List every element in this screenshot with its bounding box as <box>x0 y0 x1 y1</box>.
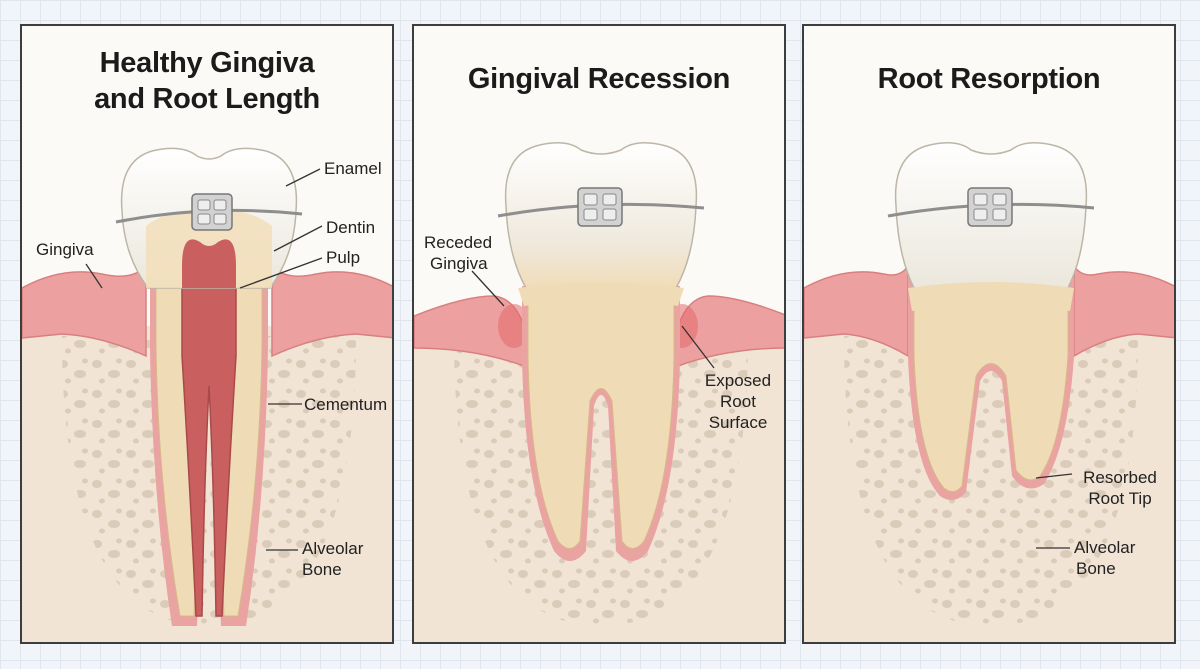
label-alveolar-bone-2: Bone <box>302 560 342 579</box>
label-alveolar-bone-2: Bone <box>1076 559 1116 578</box>
gingiva <box>22 264 147 358</box>
label-enamel: Enamel <box>324 159 382 178</box>
gingiva <box>804 263 909 358</box>
label-exposed-1: Exposed <box>704 371 772 390</box>
label-exposed-2: Root <box>720 392 756 411</box>
recession-tooth-illustration <box>414 142 784 642</box>
label-cementum: Cementum <box>304 395 388 414</box>
label-exposed-3: Surface <box>708 413 768 432</box>
resorbed-root <box>913 270 1069 492</box>
label-resorbed-2: Root Tip <box>1088 489 1152 508</box>
label-pulp: Pulp <box>326 248 361 267</box>
label-receded-2: Gingiva <box>430 254 488 273</box>
label-alveolar-bone-1: Alveolar <box>1074 538 1136 557</box>
healthy-tooth-illustration <box>22 147 392 642</box>
panel-resorption: Root Resorption Resorbed Root Tip Alveol… <box>802 24 1176 644</box>
panel-healthy: Healthy Gingiva and Root Length Enamel D… <box>20 24 394 644</box>
label-receded-1: Receded <box>424 233 493 252</box>
panel-title-line2: and Root Length <box>94 83 320 115</box>
label-gingiva: Gingiva <box>36 240 94 259</box>
panel-title-line1: Healthy Gingiva <box>99 47 315 79</box>
bracket <box>967 187 1013 227</box>
label-alveolar-bone-1: Alveolar <box>302 539 364 558</box>
label-resorbed-1: Resorbed <box>1083 468 1157 487</box>
panel-title: Root Resorption <box>877 63 1101 95</box>
exposed-root <box>527 275 675 549</box>
bracket <box>191 193 233 231</box>
panel-recession: Gingival Recession Receded Gingiva Expos… <box>412 24 786 644</box>
bracket <box>577 187 623 227</box>
panel-title: Gingival Recession <box>467 63 731 95</box>
resorption-tooth-illustration <box>804 142 1174 642</box>
label-dentin: Dentin <box>326 218 376 237</box>
